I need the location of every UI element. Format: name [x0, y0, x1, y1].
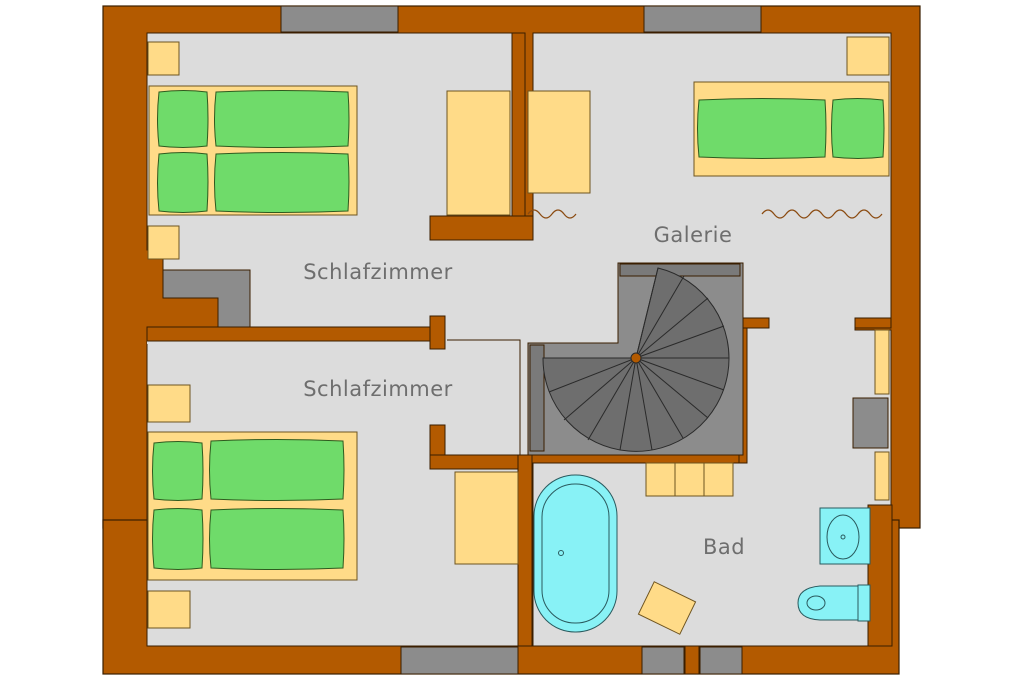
window-right-wall: [852, 397, 889, 449]
toilet: [797, 585, 859, 621]
sink: [826, 514, 860, 560]
nightstand: [147, 590, 191, 629]
room-label-bedroom-lower: Schlafzimmer: [303, 377, 453, 401]
spiral-staircase: [527, 262, 744, 456]
nightstand: [147, 41, 180, 76]
windows: [280, 5, 889, 675]
bedroom-lower-furniture: [147, 384, 519, 629]
wardrobe: [454, 471, 519, 565]
room-label-bathroom: Bad: [703, 535, 745, 559]
wall-step: [162, 269, 251, 328]
window-bottom-right: [699, 646, 743, 675]
room-label-gallery: Galerie: [654, 223, 733, 247]
window-top-left: [280, 5, 399, 33]
side-table: [846, 36, 890, 76]
bedroom-upper-furniture: [147, 41, 511, 260]
vanity: [645, 462, 734, 497]
curtains: [527, 209, 883, 219]
window-top-right: [643, 5, 762, 33]
nightstand: [147, 225, 180, 260]
wardrobe: [446, 90, 511, 216]
nightstand: [147, 384, 191, 423]
room-label-bedroom-upper: Schlafzimmer: [303, 260, 453, 284]
window-bottom-mid: [641, 646, 685, 675]
gallery-furniture: [527, 36, 890, 501]
room-labels: Schlafzimmer Schlafzimmer Galerie Bad: [303, 223, 745, 559]
cabinet: [527, 90, 591, 194]
bathroom-fixtures: [533, 462, 871, 635]
window-bottom-left: [400, 646, 519, 675]
shelf: [874, 329, 890, 395]
laundry-basket: [637, 581, 697, 635]
shelf: [874, 451, 890, 501]
